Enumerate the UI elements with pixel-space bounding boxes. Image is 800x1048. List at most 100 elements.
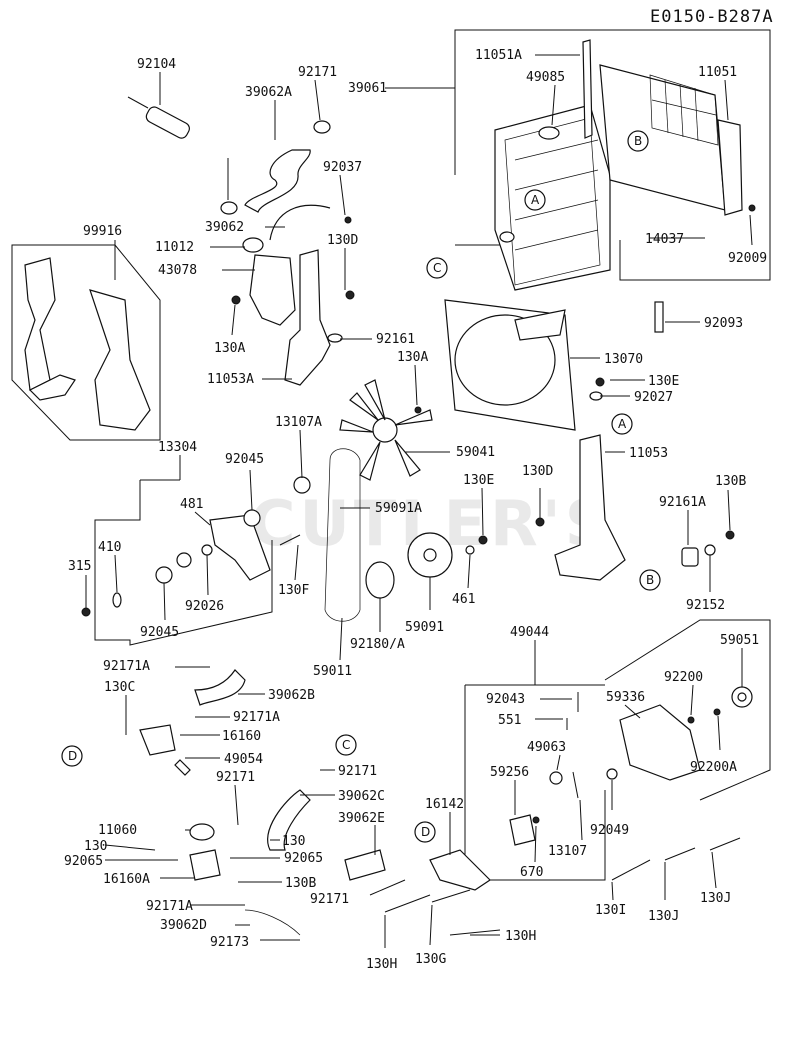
tensioner-assembly <box>81 476 311 617</box>
hose-clamp-upper <box>313 120 331 134</box>
svg-text:B: B <box>634 134 642 148</box>
part-label: 39062A <box>245 85 292 100</box>
pump-group-frame-right <box>604 619 771 801</box>
part-label: 59091A <box>375 501 422 516</box>
radiator-screen <box>599 64 726 211</box>
seal-strip-11051a <box>582 39 593 139</box>
part-label: 92171 <box>298 65 337 80</box>
part-label: 130J <box>648 909 679 924</box>
part-label: 43078 <box>158 263 197 278</box>
leader-lines <box>85 54 753 948</box>
part-label: 59011 <box>313 664 352 679</box>
part-label: 13107 <box>548 844 587 859</box>
part-label: 130F <box>278 583 309 598</box>
collar-92152 <box>704 544 716 556</box>
part-label: 315 <box>68 559 91 574</box>
bolt-130h <box>384 894 431 913</box>
part-label: 92049 <box>590 823 629 838</box>
part-label: 59256 <box>490 765 529 780</box>
callout-b-top: B <box>627 130 649 152</box>
bolt-130a-fan <box>414 406 422 414</box>
bolt-130h-b <box>449 929 501 936</box>
hose-39062d <box>244 909 301 936</box>
bolt-130e-pulley <box>478 535 488 545</box>
svg-text:C: C <box>342 738 350 752</box>
part-label: 13107A <box>275 415 322 430</box>
part-label: 92027 <box>634 390 673 405</box>
part-label: 92152 <box>686 598 725 613</box>
bracket-kit <box>24 257 151 431</box>
screen-frame-11051 <box>717 119 743 216</box>
part-label: 92200 <box>664 670 703 685</box>
part-label: 39062 <box>205 220 244 235</box>
spacer-92180 <box>365 561 395 599</box>
pump-group-frame-left <box>464 685 606 881</box>
callout-b-right: B <box>639 569 661 591</box>
part-label: 130E <box>648 374 679 389</box>
part-label: 11053A <box>207 372 254 387</box>
sealant-tube <box>127 96 190 139</box>
radiator <box>494 104 611 291</box>
fan-belt <box>324 448 361 622</box>
part-label: 13070 <box>604 352 643 367</box>
part-label: 92065 <box>64 854 103 869</box>
pump-body-16142 <box>429 849 491 891</box>
bolt-130i <box>611 859 651 881</box>
bolt-92009 <box>748 204 756 212</box>
part-label: 92065 <box>284 851 323 866</box>
part-label: 130E <box>463 473 494 488</box>
part-label: 92093 <box>704 316 743 331</box>
callout-d-mid: D <box>414 821 436 843</box>
part-label: 130D <box>522 464 553 479</box>
part-label: 130G <box>415 952 446 967</box>
reservoir-bracket <box>284 249 331 386</box>
bolt-130a-upper <box>231 295 241 305</box>
part-label: 11012 <box>155 240 194 255</box>
part-label: 130J <box>700 891 731 906</box>
svg-text:A: A <box>618 417 627 431</box>
part-label: 39062B <box>268 688 315 703</box>
part-label: 92171A <box>146 899 193 914</box>
part-label: 11051A <box>475 48 522 63</box>
part-label: 130 <box>282 834 305 849</box>
part-label: 59336 <box>606 690 645 705</box>
part-label: 461 <box>452 592 475 607</box>
side-bracket-11053 <box>554 434 626 581</box>
part-label: 551 <box>498 713 521 728</box>
part-label: 670 <box>520 865 543 880</box>
part-label: 49044 <box>510 625 549 640</box>
part-label: 92045 <box>140 625 179 640</box>
part-label: 92161 <box>376 332 415 347</box>
bolt-130g <box>431 889 471 903</box>
part-label: 59041 <box>456 445 495 460</box>
part-label: 99916 <box>83 224 122 239</box>
part-label: 92009 <box>728 251 767 266</box>
reservoir-tank <box>249 254 296 326</box>
svg-text:C: C <box>433 261 441 275</box>
hose-39062b <box>194 669 246 706</box>
part-label: 92161A <box>659 495 706 510</box>
svg-text:B: B <box>646 573 654 587</box>
part-label: 11060 <box>98 823 137 838</box>
part-label: 130C <box>104 680 135 695</box>
part-label: 92045 <box>225 452 264 467</box>
part-label: 49054 <box>224 752 263 767</box>
reservoir-cap <box>242 237 264 253</box>
part-label: 130H <box>505 929 536 944</box>
callout-c-mid: C <box>335 734 357 756</box>
part-label: 39062C <box>338 789 385 804</box>
rubber-92161a <box>681 547 699 567</box>
part-label: 130H <box>366 957 397 972</box>
tensioner-group-frame <box>94 480 273 646</box>
bolt-130j-b <box>709 837 741 851</box>
part-label: 92104 <box>137 57 176 72</box>
fan-shroud <box>444 299 576 431</box>
callout-a-top: A <box>524 189 546 211</box>
washer-92161 <box>327 333 343 343</box>
svg-text:D: D <box>68 749 77 763</box>
part-label: 92173 <box>210 935 249 950</box>
part-label: 59051 <box>720 633 759 648</box>
part-label: 92171A <box>103 659 150 674</box>
